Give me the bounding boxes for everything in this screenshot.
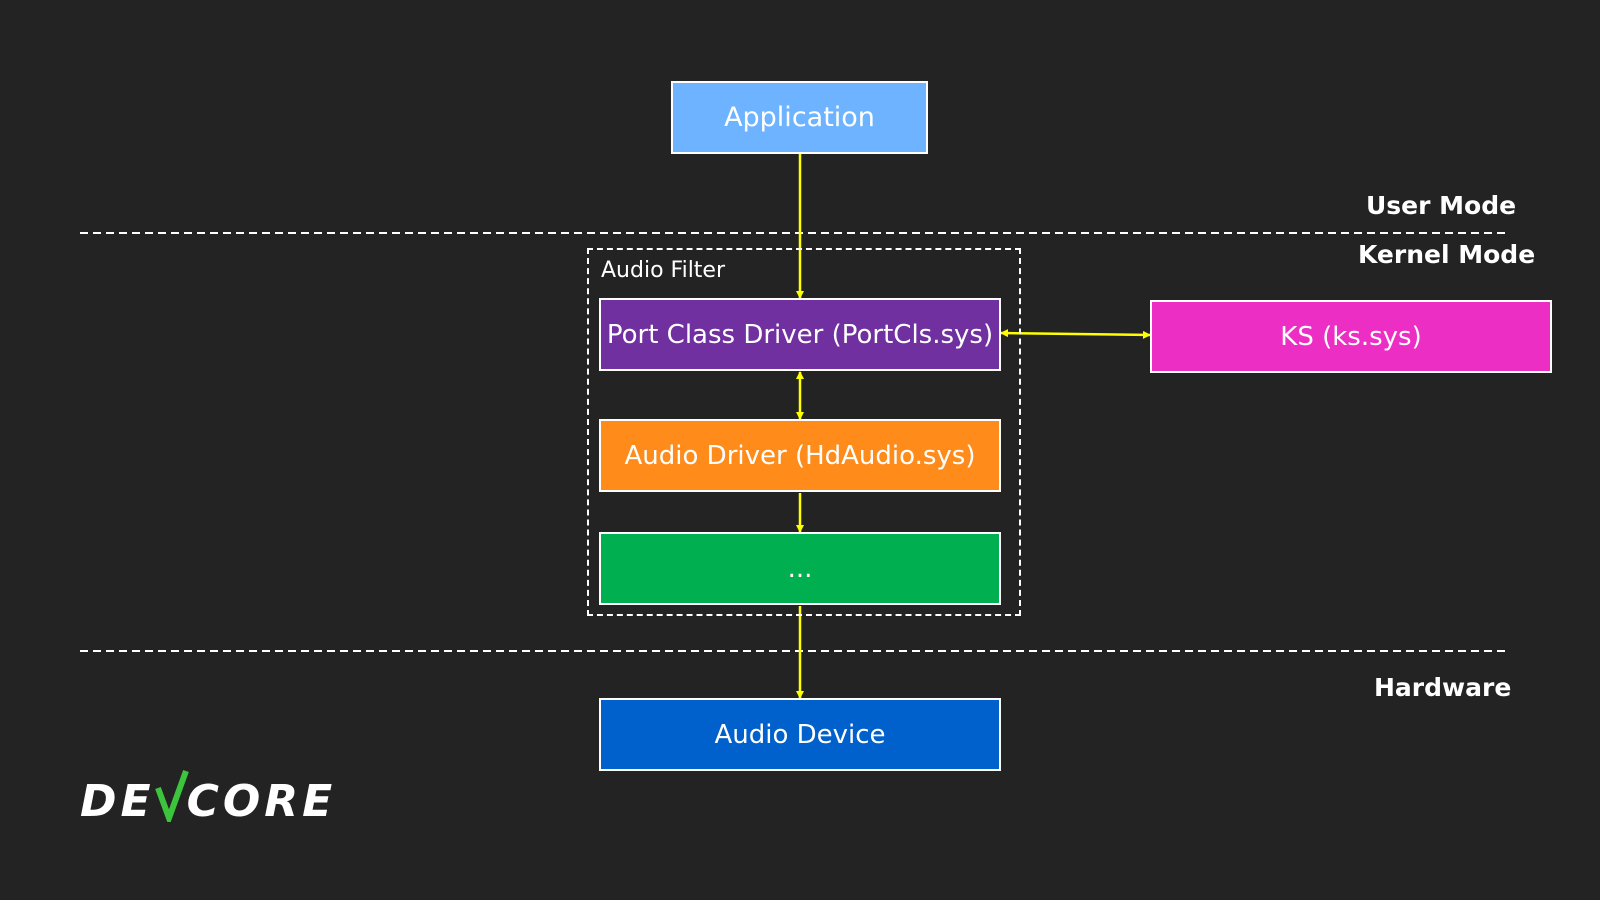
ellipsis-box: ... xyxy=(599,532,1001,605)
audio-filter-label: Audio Filter xyxy=(601,258,726,283)
ks-box: KS (ks.sys) xyxy=(1150,300,1552,373)
logo-check-v-icon xyxy=(154,769,189,827)
audio-driver-box: Audio Driver (HdAudio.sys) xyxy=(599,419,1001,492)
logo-text-end: CORE xyxy=(186,776,337,827)
arrow-portcls-ks xyxy=(1000,329,1151,339)
hardware-label: Hardware xyxy=(1374,673,1512,702)
devcore-logo: DE CORE xyxy=(80,768,336,827)
application-box: Application xyxy=(671,81,928,154)
logo-text-start: DE xyxy=(80,776,155,827)
audio-filter-frame xyxy=(587,248,1021,616)
user-mode-label: User Mode xyxy=(1366,191,1517,220)
port-class-driver-box: Port Class Driver (PortCls.sys) xyxy=(599,298,1001,371)
audio-device-box: Audio Device xyxy=(599,698,1001,771)
kernel-mode-label: Kernel Mode xyxy=(1358,240,1536,269)
